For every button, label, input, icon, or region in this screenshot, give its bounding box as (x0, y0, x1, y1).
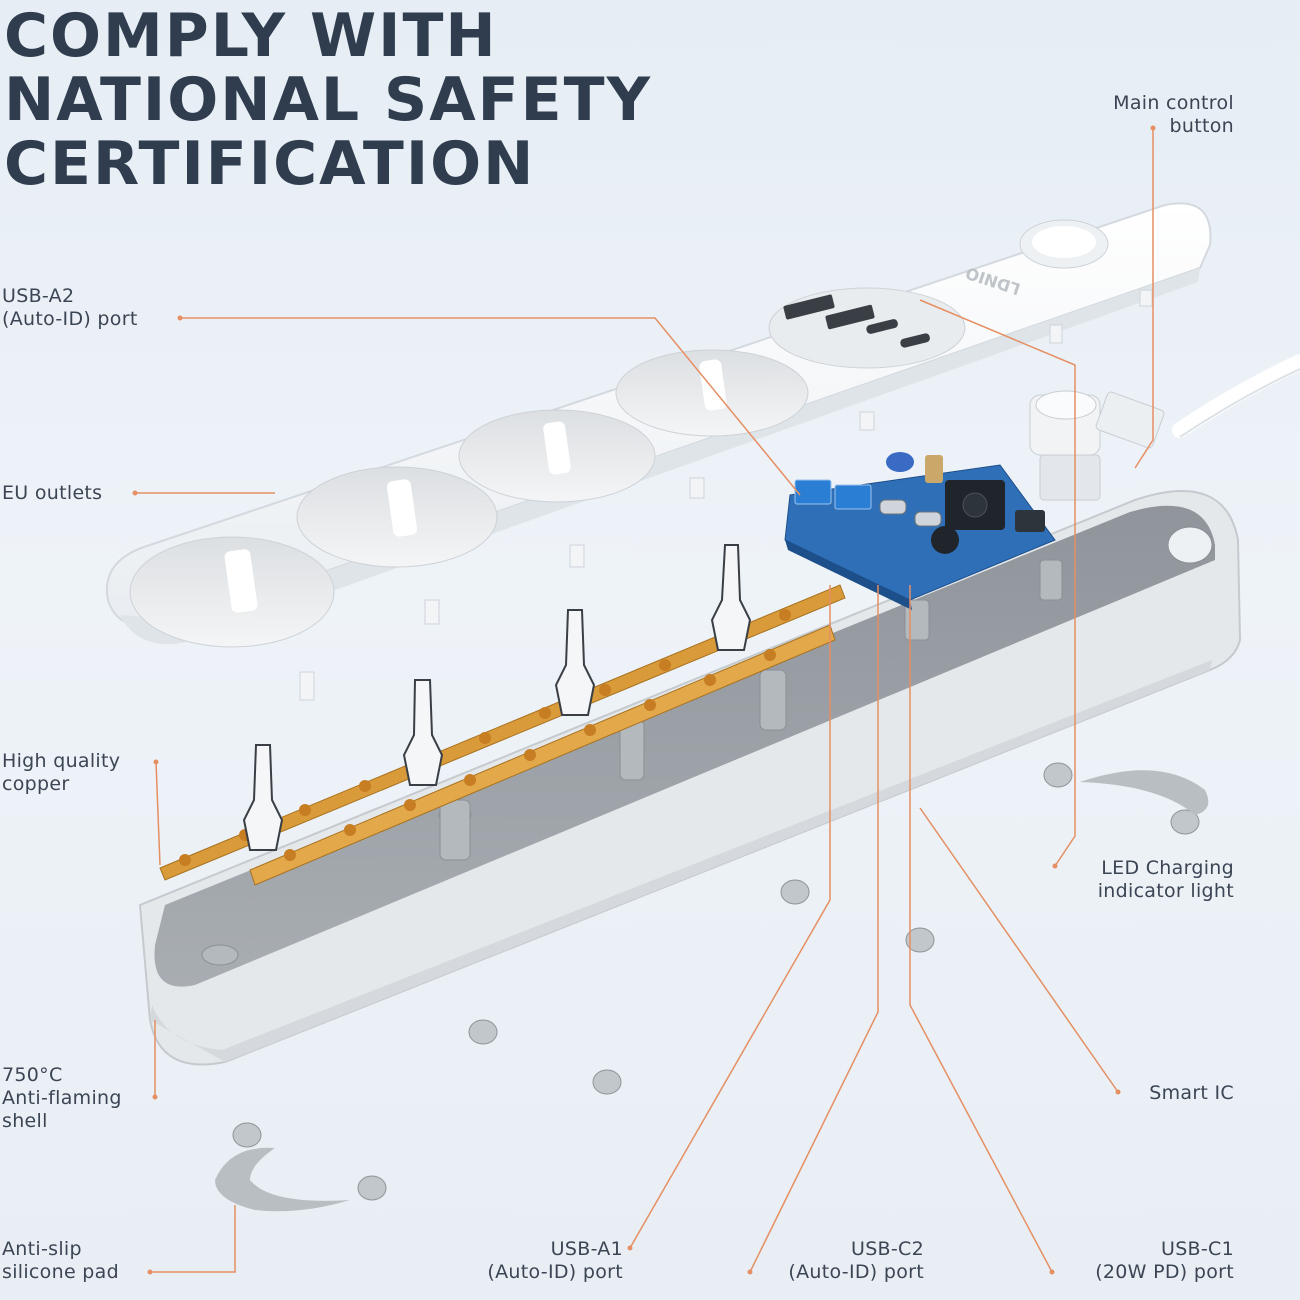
headline-line-3: CERTIFICATION (4, 129, 536, 199)
callout-anti-slip-line-1: Anti-slip (2, 1238, 82, 1260)
callout-shell-line-2: Anti-flaming (2, 1087, 122, 1109)
callout-eu-outlets: EU outlets (2, 482, 102, 505)
callout-led-line-2: indicator light (1097, 880, 1234, 902)
eu-outlet-1 (129, 536, 335, 648)
pcb-board (784, 452, 1056, 610)
callout-usb-c2-port: USB-C2 (Auto-ID) port (788, 1238, 924, 1284)
base-housing (138, 490, 1242, 1066)
switch-assembly (1029, 390, 1165, 501)
usb-port-panel (768, 287, 966, 369)
callout-main-control-line-1: Main control (1113, 92, 1234, 114)
callout-main-control-line-2: button (1169, 115, 1234, 137)
eu-outlet-4 (615, 349, 809, 437)
callout-main-control-button: Main control button (1113, 92, 1234, 138)
callout-led-line-1: LED Charging (1101, 857, 1234, 879)
callout-usb-a2-line-1: USB-A2 (2, 285, 75, 307)
callout-shell-line-1: 750°C (2, 1064, 63, 1086)
callout-usb-a1-port: USB-A1 (Auto-ID) port (487, 1238, 623, 1284)
callout-usb-a2-line-2: (Auto-ID) port (2, 308, 138, 330)
callout-smart-ic: Smart IC (1149, 1082, 1234, 1105)
callout-anti-slip-pad: Anti-slip silicone pad (2, 1238, 119, 1284)
callout-usb-c1-line-2: (20W PD) port (1095, 1261, 1234, 1283)
callout-anti-flaming-shell: 750°C Anti-flaming shell (2, 1064, 122, 1133)
callout-usb-c2-line-2: (Auto-ID) port (788, 1261, 924, 1283)
callout-usb-c1-port: USB-C1 (20W PD) port (1095, 1238, 1234, 1284)
callout-usb-a1-line-2: (Auto-ID) port (487, 1261, 623, 1283)
power-cord (1172, 354, 1300, 438)
headline-line-2: NATIONAL SAFETY (4, 65, 653, 135)
socket-contacts (242, 544, 752, 851)
anti-slip-pads (215, 770, 1209, 1212)
eu-outlet-3 (458, 409, 656, 503)
headline: COMPLY WITH NATIONAL SAFETY CERTIFICATIO… (4, 4, 652, 196)
callout-dots (132, 125, 1156, 1275)
copper-busbars (159, 584, 846, 886)
callout-usb-c1-line-1: USB-C1 (1160, 1238, 1234, 1260)
callout-shell-line-3: shell (2, 1110, 48, 1132)
callout-led-indicator: LED Charging indicator light (1098, 857, 1234, 903)
callout-leader-lines (135, 128, 1154, 1273)
callout-smart-ic-line-1: Smart IC (1149, 1082, 1234, 1104)
main-control-button-cap (1019, 219, 1109, 269)
callout-anti-slip-line-2: silicone pad (2, 1261, 119, 1283)
callout-high-quality-copper: High quality copper (2, 750, 120, 796)
callout-copper-line-1: High quality (2, 750, 121, 772)
callout-copper-line-2: copper (2, 773, 70, 795)
callout-usb-c2-line-1: USB-C2 (850, 1238, 924, 1260)
headline-line-1: COMPLY WITH (4, 1, 498, 71)
eu-outlet-2 (296, 466, 498, 568)
rubber-feet (232, 762, 1200, 1201)
callout-usb-a1-line-1: USB-A1 (550, 1238, 623, 1260)
callout-usb-a2-port: USB-A2 (Auto-ID) port (2, 285, 138, 331)
callout-eu-outlets-line-1: EU outlets (2, 482, 103, 504)
